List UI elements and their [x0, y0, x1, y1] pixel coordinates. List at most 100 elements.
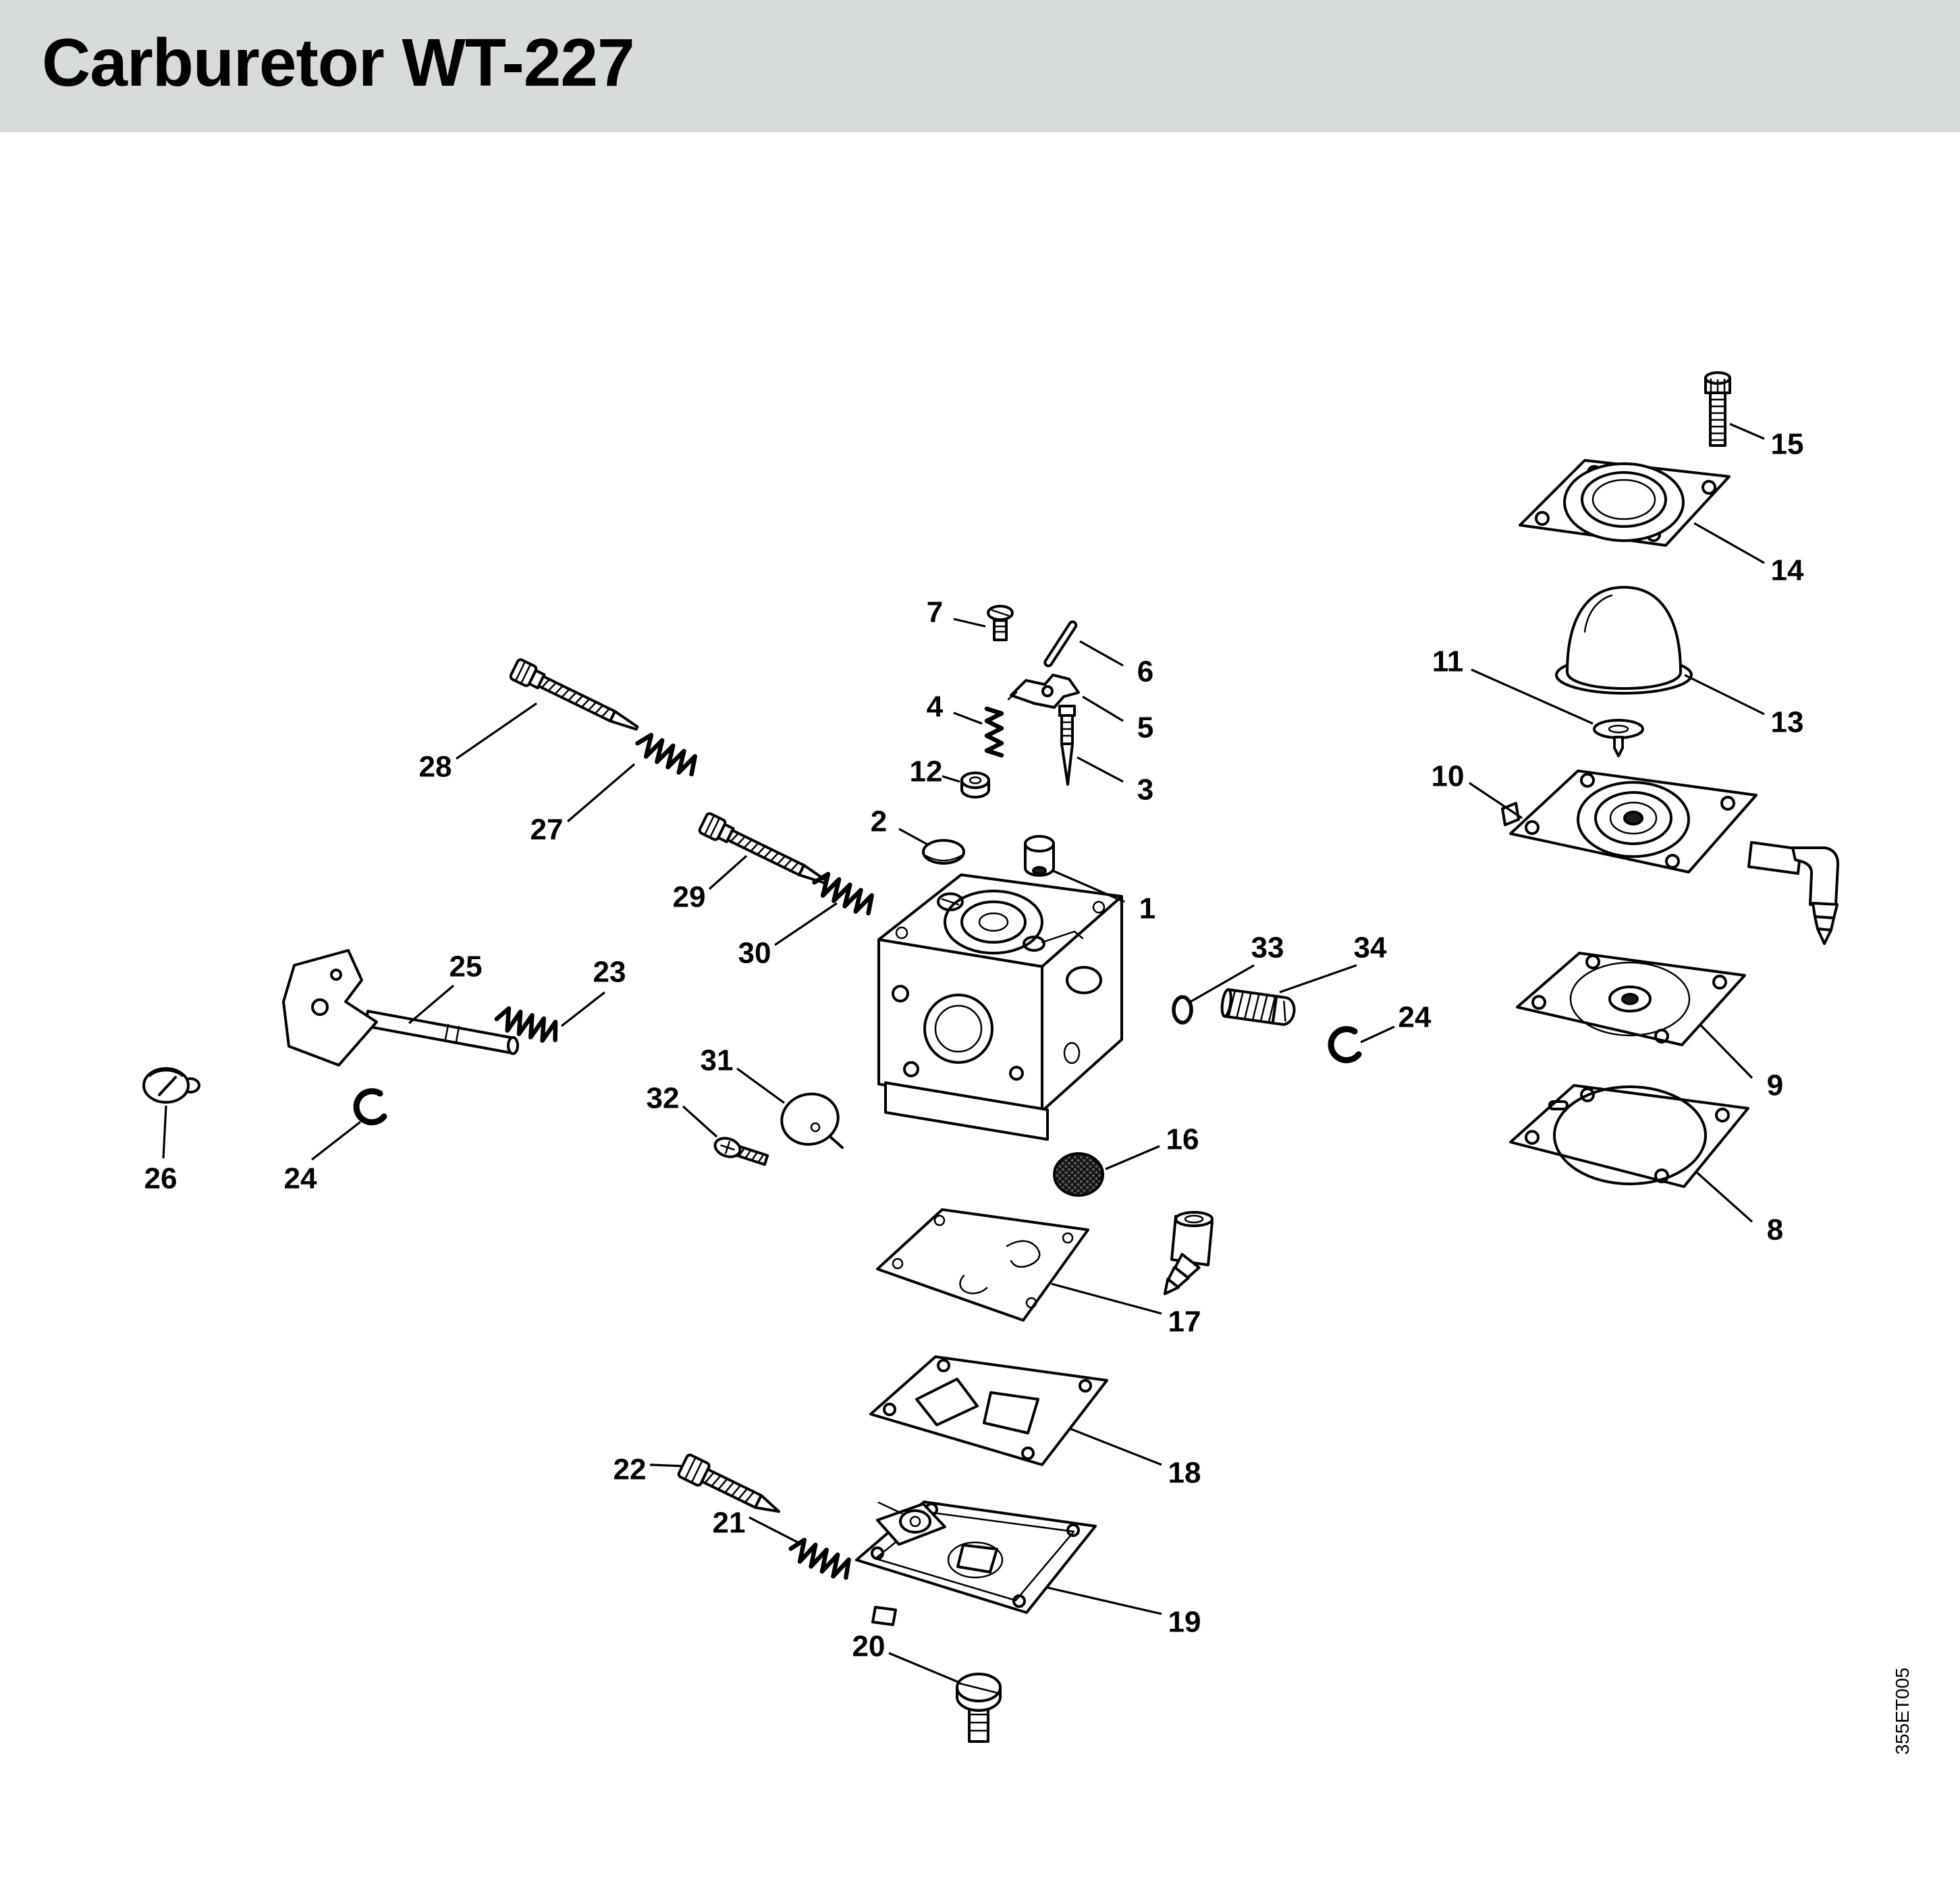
- leader-line-23: [561, 991, 605, 1027]
- part-number-33: 33: [1251, 932, 1284, 965]
- part-number-6: 6: [1137, 655, 1153, 688]
- part-24-eclip-right: [1331, 1029, 1359, 1060]
- carburetor-body: [877, 873, 1123, 1141]
- callout-layer: 1234567891011121314151617181920212223242…: [144, 423, 1804, 1683]
- part-number-2: 2: [871, 805, 887, 838]
- part-number-17: 17: [1168, 1305, 1201, 1339]
- part-3-inlet-needle: [1058, 705, 1076, 786]
- leader-line-8: [1695, 1170, 1753, 1223]
- part-number-26: 26: [144, 1162, 178, 1195]
- part-2-welch-plug: [922, 839, 965, 865]
- part-1-piston-valve: [1024, 835, 1055, 877]
- leader-line-27: [566, 763, 636, 823]
- part-number-3: 3: [1137, 774, 1153, 807]
- leader-line-4: [953, 711, 983, 725]
- part-30-spring: [811, 870, 876, 917]
- leader-line-26: [162, 1105, 167, 1159]
- part-20-screw: [956, 1673, 1002, 1743]
- leader-line-24-right: [1360, 1025, 1395, 1044]
- part-14-cover-plate: [1519, 459, 1731, 547]
- leader-line-13: [1684, 674, 1765, 716]
- part-number-7: 7: [927, 596, 943, 629]
- leader-line-29: [708, 855, 748, 890]
- part-16-screen: [1053, 1152, 1104, 1197]
- part-34-check-valve: [1220, 988, 1296, 1026]
- part-number-19: 19: [1168, 1606, 1201, 1639]
- part-number-31: 31: [701, 1044, 734, 1077]
- part-13-primer-bulb: [1555, 586, 1693, 695]
- part-number-1: 1: [1139, 892, 1155, 925]
- part-number-25: 25: [450, 950, 483, 983]
- part-7-screw: [987, 605, 1014, 641]
- leader-line-11: [1471, 668, 1594, 725]
- part-number-24-right: 24: [1398, 1001, 1432, 1034]
- part-12-plug: [960, 772, 990, 799]
- part-number-32: 32: [647, 1082, 680, 1115]
- leader-line-5: [1082, 695, 1124, 722]
- part-number-5: 5: [1137, 711, 1153, 745]
- part-number-4: 4: [927, 691, 944, 724]
- leader-line-34: [1279, 964, 1357, 994]
- part-number-12: 12: [910, 755, 943, 788]
- leader-line-17: [1051, 1282, 1162, 1315]
- leader-line-24-left: [311, 1120, 361, 1161]
- part-number-13: 13: [1771, 706, 1804, 739]
- part-28-adjust-screw: [510, 659, 642, 738]
- diagram-artwork: [142, 371, 1840, 1743]
- part-9-diaphragm: [1516, 952, 1746, 1046]
- leader-line-21: [748, 1516, 805, 1547]
- leader-line-1: [1052, 869, 1125, 903]
- part-number-23: 23: [593, 956, 626, 989]
- leader-line-10: [1469, 782, 1523, 819]
- part-number-18: 18: [1168, 1457, 1201, 1490]
- leader-line-33: [1190, 964, 1255, 1003]
- leader-line-20: [888, 1652, 959, 1683]
- leader-line-18: [1068, 1427, 1162, 1466]
- part-number-20: 20: [852, 1630, 886, 1663]
- part-number-27: 27: [530, 813, 564, 846]
- part-number-21: 21: [713, 1507, 746, 1540]
- leader-line-28: [456, 702, 537, 760]
- leader-line-22: [649, 1463, 684, 1467]
- fuel-inlet-fitting: [1163, 1211, 1214, 1295]
- part-number-30: 30: [738, 937, 771, 970]
- part-26-cap: [142, 1067, 200, 1104]
- part-10-pump-body: [1501, 770, 1840, 945]
- part-25-throttle-shaft: [282, 949, 519, 1066]
- page-title: Carburetor WT-227: [42, 25, 635, 101]
- part-8-gasket: [1509, 1084, 1749, 1188]
- part-19-pump-cover: [855, 1501, 1097, 1626]
- part-5-lever: [1007, 674, 1080, 709]
- part-6-pin: [1043, 620, 1078, 668]
- leader-line-30: [774, 902, 838, 946]
- part-31-disc: [780, 1092, 844, 1149]
- leader-line-9: [1699, 1023, 1753, 1079]
- part-number-14: 14: [1771, 554, 1804, 587]
- leader-line-2: [898, 828, 929, 846]
- part-24-eclip-left: [356, 1091, 384, 1123]
- part-number-10: 10: [1432, 760, 1465, 793]
- page-header: Carburetor WT-227: [0, 0, 1960, 132]
- part-15-screw: [1704, 371, 1731, 447]
- part-number-11: 11: [1432, 645, 1464, 678]
- part-number-22: 22: [614, 1453, 647, 1486]
- part-number-34: 34: [1354, 932, 1387, 965]
- leader-line-31: [736, 1067, 785, 1104]
- part-11-valve-disc: [1593, 719, 1644, 757]
- part-32-screw: [713, 1137, 769, 1166]
- leader-line-19: [1047, 1586, 1162, 1615]
- part-18-gasket: [869, 1355, 1108, 1466]
- leader-line-7: [953, 618, 986, 628]
- part-number-28: 28: [419, 751, 452, 784]
- part-17-metering-diaphragm: [876, 1208, 1089, 1322]
- part-number-15: 15: [1771, 428, 1804, 461]
- leader-line-12: [942, 775, 960, 783]
- leader-line-14: [1693, 522, 1765, 564]
- part-number-9: 9: [1767, 1069, 1783, 1102]
- part-27-spring: [634, 731, 699, 778]
- leader-line-6: [1079, 640, 1124, 667]
- part-4-spring: [984, 706, 1004, 758]
- part-number-16: 16: [1166, 1123, 1199, 1156]
